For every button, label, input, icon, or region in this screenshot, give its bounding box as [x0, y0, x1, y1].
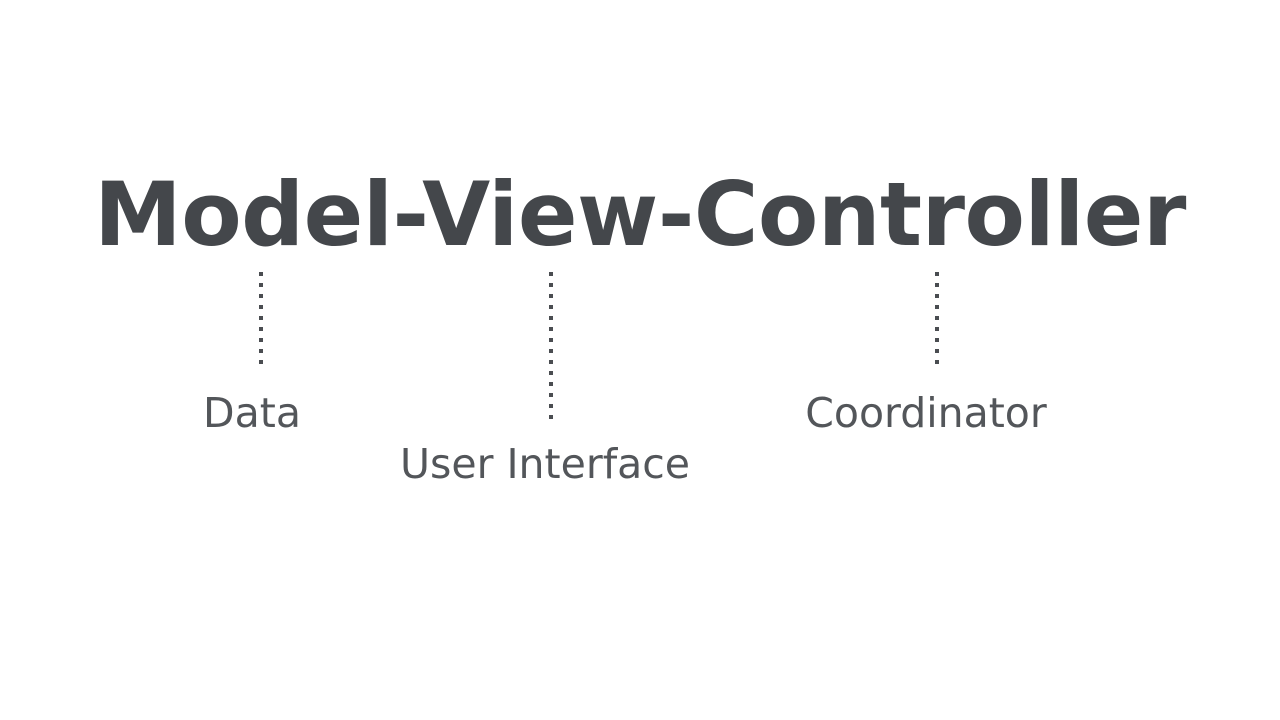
label-view-user-interface: User Interface [399, 440, 691, 488]
controller-connector-dotted-line [935, 272, 939, 364]
label-controller-coordinator: Coordinator [805, 389, 1047, 437]
label-model-data: Data [203, 389, 301, 437]
page-title: Model-View-Controller [94, 163, 1186, 266]
model-connector-dotted-line [259, 272, 263, 364]
view-connector-dotted-line [549, 272, 553, 419]
